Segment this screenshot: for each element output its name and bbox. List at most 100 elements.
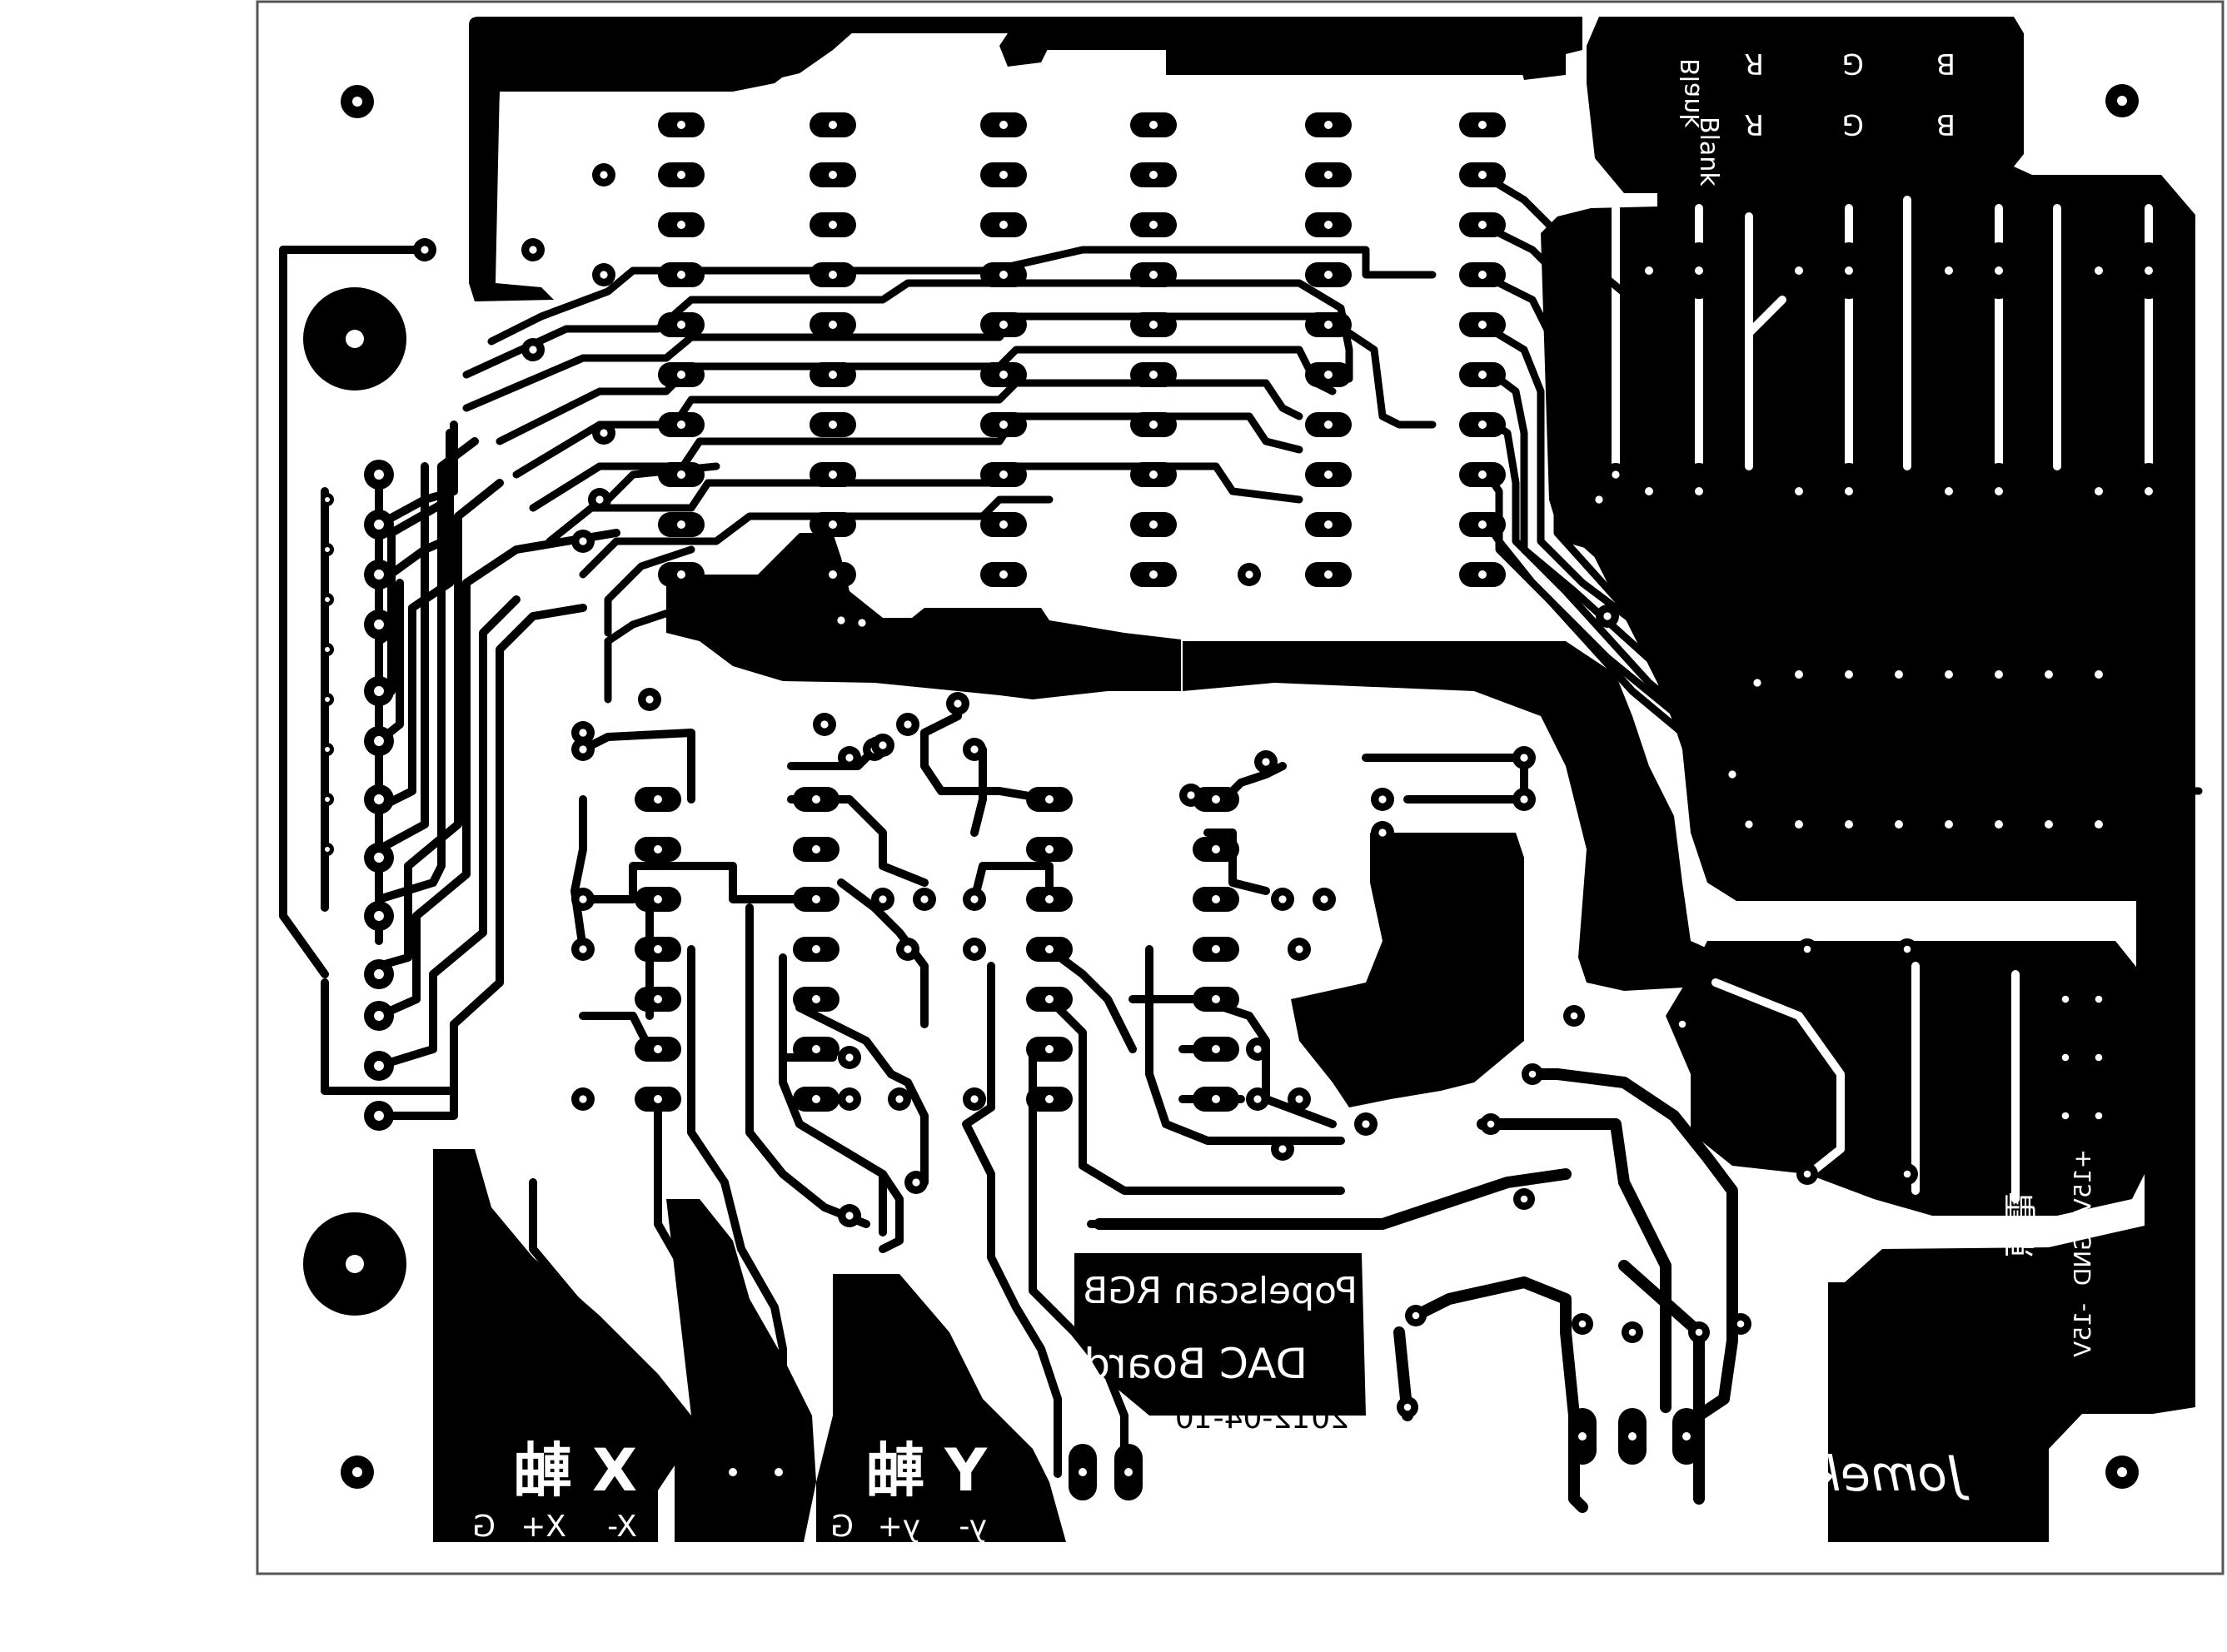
pwr-pad-2-drill xyxy=(1487,1120,1495,1128)
ic-pad-c1-r6-drill xyxy=(829,420,837,429)
rgb-mid2-pad-2-drill xyxy=(1995,487,2003,495)
header-pad-5-drill xyxy=(374,736,384,746)
res-pad-4-drill xyxy=(879,895,887,903)
axis-out-pad-3-drill xyxy=(1124,1468,1133,1476)
pwr-pad-12-drill xyxy=(1403,1403,1412,1411)
board-name: Popelscan RGB xyxy=(1083,1270,1358,1312)
opamp-y-pad-1-drill xyxy=(1045,845,1054,853)
ic-pad-c2-r3-drill xyxy=(999,271,1008,279)
opamp-x-pad-12-drill xyxy=(812,1045,820,1053)
ic-pad-c5-r6-drill xyxy=(1478,420,1487,429)
copper-pours xyxy=(469,17,1582,291)
rgb-mid-pad-1-drill xyxy=(1795,487,1803,495)
header-pad-0-drill xyxy=(374,470,384,480)
x-axis-pin-plus: X+ xyxy=(521,1510,566,1544)
header-pad-8-drill xyxy=(374,911,384,921)
pwr-pad-10-drill xyxy=(2095,1112,2103,1120)
axis-out-pad-2-drill xyxy=(1079,1468,1087,1476)
via-11-drill xyxy=(858,619,866,627)
y-axis-pin-g: G xyxy=(830,1510,854,1544)
mounting-hole-bottom-right xyxy=(2105,1455,2139,1489)
ic-pad-c3-r5-drill xyxy=(1149,371,1158,379)
strip-via-900-drill xyxy=(325,747,330,752)
opamp-y-pad-11-drill xyxy=(1212,995,1220,1003)
strip-via-720-drill xyxy=(325,597,330,602)
strip-via-840-drill xyxy=(325,697,330,702)
res-pad-15-drill xyxy=(1295,945,1303,953)
ic-pad-c3-r7-drill xyxy=(1149,470,1158,479)
pwr-pad-7-drill xyxy=(1903,1170,1911,1178)
pwr-pad-20-drill xyxy=(2061,1112,2070,1120)
pads xyxy=(321,112,2163,1500)
rgb-label-R1: R xyxy=(1744,47,1764,80)
rgb-mid-pad-2-drill xyxy=(1945,487,1953,495)
header-pad-4-drill xyxy=(374,686,384,696)
silkscreen-text: Blank Blank R R G G B B +15V GND -15V 電源… xyxy=(472,47,2096,1544)
rgb-top2-pad-1-drill xyxy=(1845,266,1853,275)
via-1-drill xyxy=(529,246,537,254)
ic-pad-c0-r1-drill xyxy=(677,171,685,179)
opamp-x-pad-11-drill xyxy=(812,995,820,1003)
header-pad-9-drill xyxy=(374,969,384,979)
opamp-y-pad-10-drill xyxy=(1212,945,1220,953)
rgb-mid2-pad-3-drill xyxy=(2145,487,2153,495)
opamp-x-pad-2-drill xyxy=(654,895,662,903)
ic-pad-c1-r3-drill xyxy=(829,271,837,279)
ic-pad-c5-r5-drill xyxy=(1478,371,1487,379)
res-pad-26-drill xyxy=(1262,758,1270,766)
power-conn-pad-0-drill xyxy=(1578,1432,1587,1441)
rgb-row3-pad-3-drill xyxy=(1945,670,1953,679)
via-5-drill xyxy=(600,429,608,437)
pwr-pad-5-drill xyxy=(1803,1170,1811,1178)
ic-pad-c0-r0-drill xyxy=(677,121,685,129)
standoff-upper xyxy=(303,287,406,391)
opamp-x-pad-8-drill xyxy=(812,845,820,853)
rgb-top-pad-0-drill xyxy=(1645,266,1653,275)
ic-pad-c0-r2-drill xyxy=(677,221,685,229)
via-14-drill xyxy=(1595,495,1603,504)
ic-pad-c4-r6-drill xyxy=(1324,420,1333,429)
res-pad-14-drill xyxy=(1320,895,1328,903)
opamp-x-pad-6-drill xyxy=(654,1095,662,1103)
rgb-label-B1: B xyxy=(1936,47,1955,80)
ic-pad-c5-r7-drill xyxy=(1478,470,1487,479)
ic-pad-c2-r9-drill xyxy=(999,570,1008,579)
res-pad-5-drill xyxy=(920,895,929,903)
ic-pad-c3-r1-drill xyxy=(1149,171,1158,179)
via-10-drill xyxy=(837,616,845,624)
power-conn-pad-1-drill xyxy=(1628,1432,1637,1441)
mounting-hole-top-left xyxy=(341,85,374,118)
pwr-pad-0-drill xyxy=(1528,1070,1537,1078)
rgb-row3-pad-2-drill xyxy=(1895,670,1903,679)
res-pad-22-drill xyxy=(879,741,887,749)
res-pad-17-drill xyxy=(1253,1095,1262,1103)
rgb-top2-pad-3-drill xyxy=(2145,266,2153,275)
via-4-drill xyxy=(600,271,608,279)
power-pin-minus15: -15V xyxy=(2069,1303,2096,1357)
rgb-top2-pad-0-drill xyxy=(1695,266,1703,275)
ic-pad-c3-r8-drill xyxy=(1149,520,1158,529)
ic-pad-c4-r2-drill xyxy=(1324,221,1333,229)
res-pad-3-drill xyxy=(579,1095,587,1103)
opamp-y-pad-4-drill xyxy=(1045,995,1054,1003)
ic-pad-c4-r4-drill xyxy=(1324,321,1333,329)
mounting-holes xyxy=(303,84,2139,1489)
ic-pad-c4-r3-drill xyxy=(1324,271,1333,279)
opamp-y-pad-0-drill xyxy=(1045,795,1054,804)
header-pad-1-drill xyxy=(374,520,384,530)
power-conn-pad-2-drill xyxy=(1682,1432,1691,1441)
opamp-y-pad-5-drill xyxy=(1045,1045,1054,1053)
pwr-pad-6-drill xyxy=(1903,945,1911,953)
via-12-drill xyxy=(820,720,829,729)
ic-pad-c3-r6-drill xyxy=(1149,420,1158,429)
opamp-y-pad-6-drill xyxy=(1045,1095,1054,1103)
rgb-row4-pad-4-drill xyxy=(1995,820,2003,828)
ic-pad-c2-r6-drill xyxy=(999,420,1008,429)
ic-pad-c4-r9-drill xyxy=(1324,570,1333,579)
header-pad-11-drill xyxy=(374,1061,384,1071)
pwr-pad-17-drill xyxy=(1736,1320,1745,1328)
rgb-row3-pad-4-drill xyxy=(1995,670,2003,679)
ic-pad-c5-r0-drill xyxy=(1478,121,1487,129)
res-pad-25-drill xyxy=(1187,791,1195,799)
pwr-pad-8-drill xyxy=(2095,995,2103,1003)
